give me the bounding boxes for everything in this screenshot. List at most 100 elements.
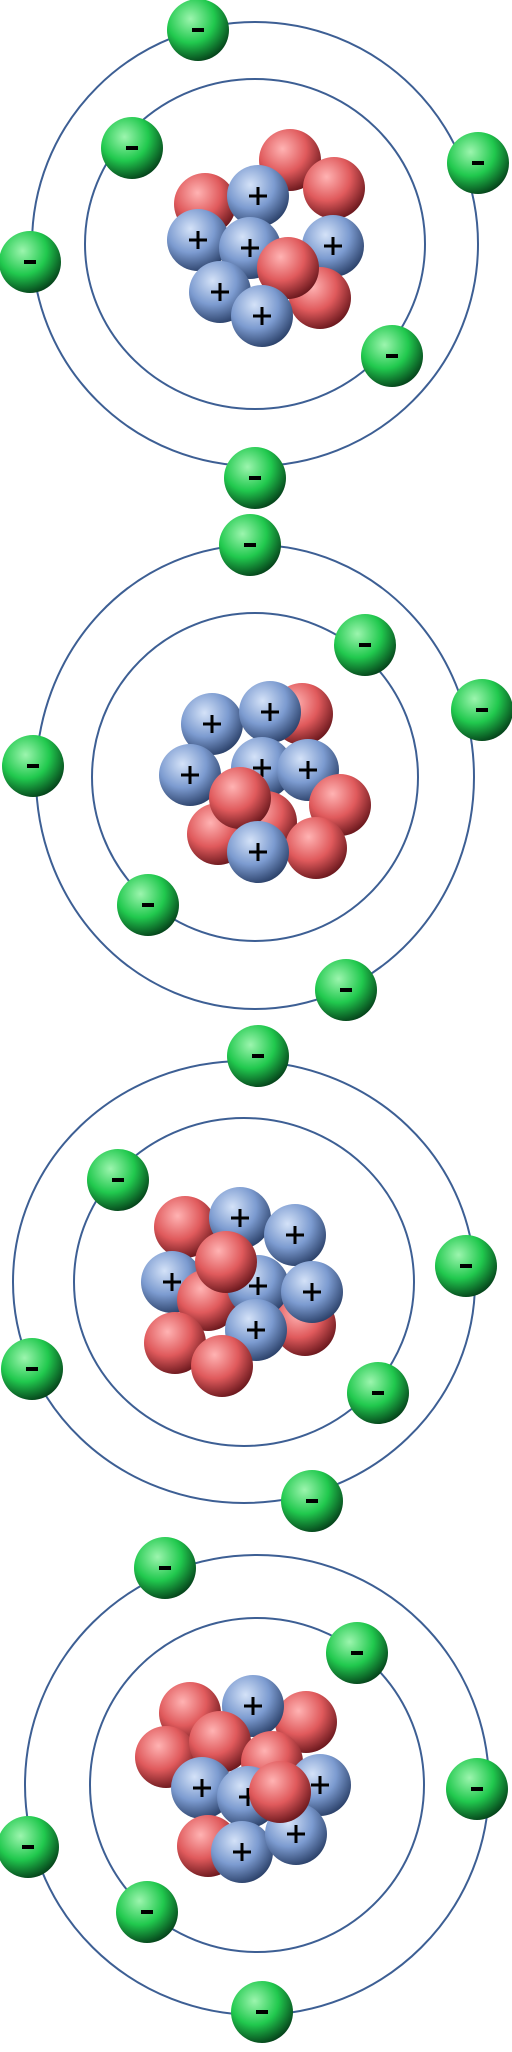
electron — [101, 117, 163, 179]
minus-sign-icon — [192, 28, 204, 32]
neutron-sphere-icon — [191, 1335, 253, 1397]
electron — [1, 1338, 63, 1400]
atom-1 — [0, 0, 509, 509]
plus-sign-vertical — [188, 766, 192, 784]
minus-sign-icon — [244, 543, 256, 547]
minus-sign-icon — [351, 1651, 363, 1655]
plus-sign-vertical — [318, 1776, 322, 1794]
electron — [87, 1149, 149, 1211]
plus-sign-vertical — [246, 1788, 250, 1806]
neutron — [191, 1335, 253, 1397]
proton — [167, 209, 229, 271]
plus-sign-vertical — [260, 307, 264, 325]
minus-sign-icon — [359, 643, 371, 647]
electron — [435, 1235, 497, 1297]
minus-sign-icon — [306, 1499, 318, 1503]
neutron-sphere-icon — [154, 1196, 216, 1258]
neutron — [303, 157, 365, 219]
inner-orbit-ring — [89, 1617, 425, 1953]
plus-sign-vertical — [240, 1843, 244, 1861]
plus-sign-vertical — [256, 843, 260, 861]
neutron-sphere-icon — [285, 817, 347, 879]
minus-sign-icon — [22, 1845, 34, 1849]
neutron-sphere-icon — [303, 157, 365, 219]
plus-sign-vertical — [306, 761, 310, 779]
minus-sign-icon — [252, 1054, 264, 1058]
proton — [239, 681, 301, 743]
proton — [171, 1757, 233, 1819]
electron — [361, 325, 423, 387]
nucleus — [159, 681, 371, 883]
minus-sign-icon — [27, 764, 39, 768]
plus-sign-vertical — [218, 283, 222, 301]
electron — [447, 132, 509, 194]
minus-sign-icon — [249, 476, 261, 480]
electron — [224, 447, 286, 509]
proton — [231, 285, 293, 347]
electron — [167, 0, 229, 61]
electron — [116, 1881, 178, 1943]
plus-sign-vertical — [238, 1209, 242, 1227]
plus-sign-vertical — [196, 231, 200, 249]
electrons — [1, 1025, 497, 1532]
minus-sign-icon — [112, 1178, 124, 1182]
electron — [134, 1537, 196, 1599]
plus-sign-vertical — [251, 1697, 255, 1715]
electron — [0, 1816, 59, 1878]
electron — [117, 874, 179, 936]
atom-4 — [0, 1537, 508, 2043]
plus-sign-vertical — [260, 759, 264, 777]
minus-sign-icon — [340, 988, 352, 992]
minus-sign-icon — [256, 2010, 268, 2014]
minus-sign-icon — [24, 260, 36, 264]
electron — [347, 1362, 409, 1424]
minus-sign-icon — [460, 1264, 472, 1268]
proton — [281, 1261, 343, 1323]
electrons — [0, 1537, 508, 2043]
neutron-sphere-icon — [249, 1761, 311, 1823]
electrons — [0, 0, 509, 509]
plus-sign-vertical — [210, 715, 214, 733]
electrons — [2, 514, 512, 1021]
inner-orbit-ring — [91, 612, 419, 942]
minus-sign-icon — [159, 1566, 171, 1570]
electron — [334, 614, 396, 676]
neutron — [144, 1312, 206, 1374]
neutron-sphere-icon — [144, 1312, 206, 1374]
electron — [281, 1470, 343, 1532]
minus-sign-icon — [372, 1391, 384, 1395]
neutron — [249, 1761, 311, 1823]
proton — [227, 821, 289, 883]
plus-sign-vertical — [170, 1273, 174, 1291]
plus-sign-vertical — [256, 187, 260, 205]
inner-orbit-ring — [84, 78, 426, 410]
minus-sign-icon — [476, 708, 488, 712]
plus-sign-vertical — [248, 239, 252, 257]
nucleus — [135, 1675, 351, 1883]
minus-sign-icon — [142, 903, 154, 907]
electron — [326, 1622, 388, 1684]
electron — [446, 1758, 508, 1820]
minus-sign-icon — [141, 1910, 153, 1914]
nucleus — [167, 129, 365, 347]
plus-sign-vertical — [254, 1321, 258, 1339]
plus-sign-vertical — [200, 1779, 204, 1797]
proton — [227, 165, 289, 227]
plus-sign-vertical — [310, 1283, 314, 1301]
electron — [0, 231, 61, 293]
electron — [451, 679, 512, 741]
proton — [264, 1204, 326, 1266]
electron — [315, 959, 377, 1021]
minus-sign-icon — [126, 146, 138, 150]
neutron-sphere-icon — [257, 237, 319, 299]
plus-sign-vertical — [268, 703, 272, 721]
minus-sign-icon — [472, 161, 484, 165]
plus-sign-vertical — [294, 1825, 298, 1843]
neutron — [209, 767, 271, 829]
electron — [219, 514, 281, 576]
neutron — [195, 1231, 257, 1293]
plus-sign-vertical — [293, 1226, 297, 1244]
minus-sign-icon — [471, 1787, 483, 1791]
